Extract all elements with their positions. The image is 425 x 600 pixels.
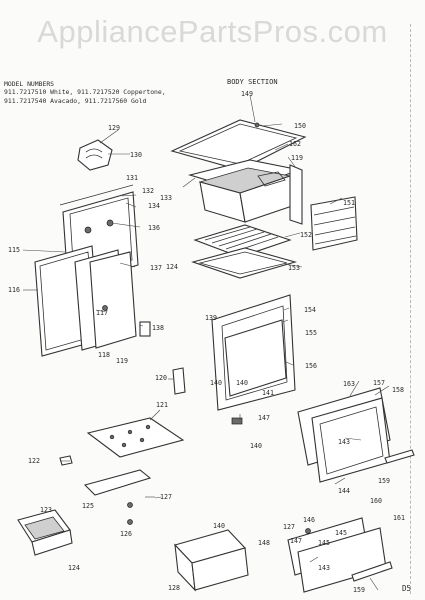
part-label-128: 128 [168, 584, 180, 592]
part-label-143-upper: 143 [338, 438, 350, 446]
part-label-132: 132 [142, 187, 154, 195]
part-label-131: 131 [126, 174, 138, 182]
part-label-144: 144 [338, 487, 350, 495]
part-label-140-latch: 140 [250, 442, 262, 450]
page-code: D5 [402, 584, 412, 593]
door-latch-part [231, 417, 243, 425]
part-label-160: 160 [370, 497, 382, 505]
part-label-159-upper: 159 [378, 477, 390, 485]
part-label-139: 139 [205, 314, 217, 322]
part-label-147-upper: 147 [258, 414, 270, 422]
part-label-117: 117 [96, 309, 108, 317]
part-label-127-right: 127 [283, 523, 295, 531]
part-label-149: 149 [241, 90, 253, 98]
part-label-133: 133 [160, 194, 172, 202]
leveling-leg-part [59, 455, 73, 466]
part-label-126: 126 [120, 530, 132, 538]
control-knob-bracket-part [77, 139, 113, 171]
door-hinge-part [172, 367, 186, 395]
part-label-140-left: 140 [210, 379, 222, 387]
part-label-118: 118 [98, 351, 110, 359]
part-label-155: 155 [305, 329, 317, 337]
part-label-152: 152 [300, 231, 312, 239]
part-label-151: 151 [343, 199, 355, 207]
part-label-146: 146 [303, 516, 315, 524]
model-numbers-heading: MODEL NUMBERS [4, 80, 55, 88]
part-label-154: 154 [304, 306, 316, 314]
bottom-panel-part [86, 417, 185, 458]
page-border-line [410, 24, 411, 594]
oven-rack-part [193, 224, 292, 258]
top-panel-part [170, 119, 307, 171]
oven-door-window-part [224, 319, 287, 397]
part-number-labels: 115 116 117 118 119 119 120 121 122 123 … [8, 90, 405, 594]
part-label-158: 158 [392, 386, 404, 394]
part-label-140-drawer: 140 [213, 522, 225, 530]
model-numbers-line-1: 911.7217510 White, 911.7217520 Copperton… [4, 88, 166, 97]
part-label-120: 120 [155, 374, 167, 382]
back-grille-part [310, 196, 358, 251]
part-label-163: 163 [343, 380, 355, 388]
part-label-119-top: 119 [291, 154, 303, 162]
part-label-161: 161 [393, 514, 405, 522]
hinge-bracket-part [139, 321, 151, 337]
part-label-148: 148 [258, 539, 270, 547]
part-label-119-left: 119 [116, 357, 128, 365]
part-label-145-upper: 145 [335, 529, 347, 537]
part-label-145-lower: 145 [318, 539, 330, 547]
part-label-153: 153 [288, 264, 300, 272]
part-label-124-bottom: 124 [68, 564, 80, 572]
part-label-115: 115 [8, 246, 20, 254]
part-label-124-mid: 124 [166, 263, 178, 271]
part-label-136: 136 [148, 224, 160, 232]
side-panel-right-part [289, 164, 303, 225]
part-label-150: 150 [294, 122, 306, 130]
broiler-pan-part [191, 247, 298, 279]
section-title: BODY SECTION [227, 78, 278, 86]
part-label-129: 129 [108, 124, 120, 132]
part-label-141: 141 [262, 389, 274, 397]
part-label-147-lower: 147 [290, 537, 302, 545]
part-label-116: 116 [8, 286, 20, 294]
part-label-134: 134 [148, 202, 160, 210]
part-label-122: 122 [28, 457, 40, 465]
part-label-123: 123 [40, 506, 52, 514]
part-label-162: 162 [289, 140, 301, 148]
screw-part [127, 502, 133, 525]
part-label-159-lower: 159 [353, 586, 365, 594]
kickplate-part [83, 469, 152, 496]
part-label-130: 130 [130, 151, 142, 159]
burner-box-part [187, 159, 303, 223]
model-numbers-line-2: 911.7217540 Avacado, 911.7217560 Gold [4, 96, 147, 105]
part-label-137: 137 [150, 264, 162, 272]
part-label-157: 157 [373, 379, 385, 387]
part-label-121: 121 [156, 401, 168, 409]
part-label-140-door: 140 [236, 379, 248, 387]
part-label-156: 156 [305, 362, 317, 370]
part-label-143-lower: 143 [318, 564, 330, 572]
storage-drawer-part [173, 529, 249, 592]
storage-pan-part [17, 509, 73, 556]
drawer-front-assembly-part [287, 517, 393, 593]
leader-lines [22, 94, 390, 591]
part-label-138: 138 [152, 324, 164, 332]
side-panel-insulation-part [74, 249, 137, 351]
drawer-handle-part [384, 449, 415, 464]
part-label-125: 125 [82, 502, 94, 510]
part-label-127-left: 127 [160, 493, 172, 501]
watermark-text: AppliancePartsPros.com [37, 14, 388, 49]
model-numbers-block: MODEL NUMBERS 911.7217510 White, 911.721… [4, 80, 209, 105]
